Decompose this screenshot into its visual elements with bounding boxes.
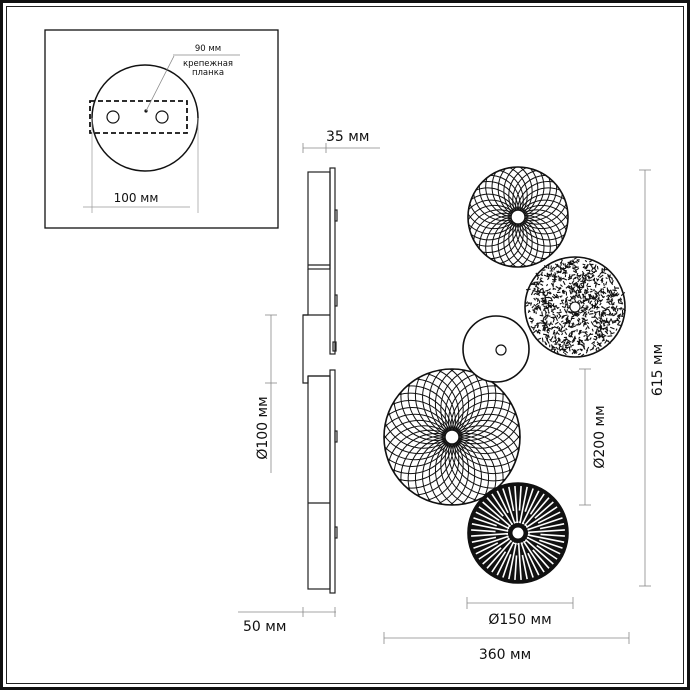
disc-textured (524, 256, 627, 358)
disc-ribbed (467, 482, 569, 584)
total-width-label: 360 мм (479, 647, 531, 663)
inset-diameter-label: 100 мм (114, 191, 159, 205)
base-circle (91, 64, 199, 172)
depth-top-label: 35 мм (326, 129, 369, 145)
inset-box: 90 мм крепежная планка 100 мм (44, 29, 279, 229)
large-diameter-label: Ø200 мм (592, 405, 608, 468)
strip-label-line1: крепежная (183, 59, 233, 69)
screw-hole-right (155, 110, 169, 124)
screw-hole-left (106, 110, 120, 124)
leader-line (145, 55, 175, 112)
strip-dimension-label: 90 мм (195, 44, 221, 54)
side-diameter-label: Ø100 мм (255, 396, 271, 459)
small-diameter-label: Ø150 мм (488, 612, 551, 628)
depth-bottom-label: 50 мм (243, 619, 286, 635)
side-view (238, 143, 380, 617)
inner-frame (6, 6, 684, 684)
strip-label-line2: планка (192, 68, 224, 78)
front-dimensions (383, 169, 651, 644)
mounting-strip (89, 100, 188, 134)
disc-plain (462, 315, 530, 383)
disc-large-lattice (383, 368, 521, 506)
disc-top-rosette (467, 166, 569, 268)
height-label: 615 мм (650, 344, 666, 396)
front-view (383, 166, 627, 584)
